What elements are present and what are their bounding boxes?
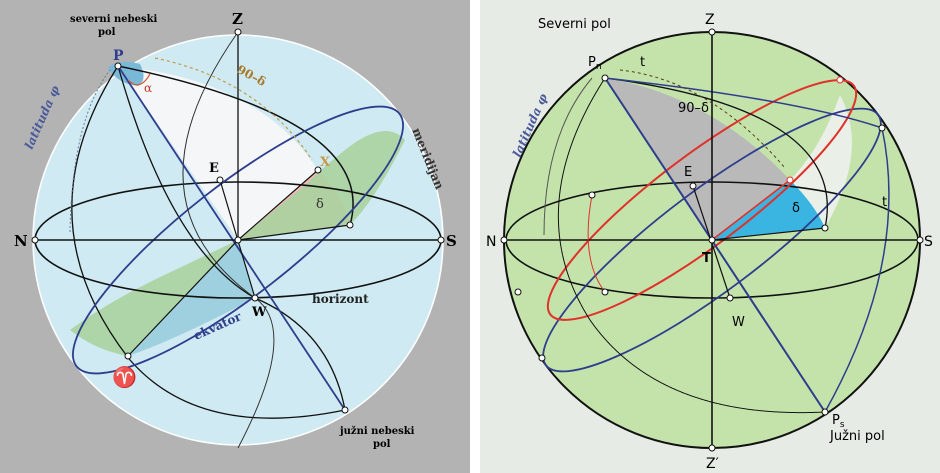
construction-point-2 [601,288,609,296]
pole-point [114,62,122,70]
polar-axis [117,65,346,411]
diurnal-top-point [836,76,844,84]
center-label: T [702,251,711,266]
north-pole-point-right [601,74,609,82]
left-diagram-svg: Z N S E W P X severni nebeski pol južni … [0,0,470,473]
meridian-back [71,65,346,419]
north-point [31,236,39,244]
aries-line [127,239,239,357]
north-label-right: N [486,234,496,250]
meridian-arc [117,65,346,411]
star-line-right [711,179,791,241]
diurnal-circle [546,79,858,321]
horizon-label: horizont [312,292,369,306]
alpha-arc [127,73,151,86]
alpha-label: α [144,81,152,95]
t-right-label: t [882,195,887,210]
back-meridian-right [557,77,826,414]
star-label: X [320,155,331,170]
star-point [314,166,322,174]
equator-wedge-lower [70,240,238,356]
aries-point [124,352,132,360]
delta-label-right: δ [792,201,800,216]
center-point [234,236,242,244]
pole-label: P [113,48,124,64]
right-celestial-sphere-diagram: Z Z′ N S E W T Severni pol Južni pol Pn … [480,0,940,473]
equator-wedge-blue [128,240,255,356]
east-label-right: E [684,165,692,180]
north-label: N [14,232,28,250]
delta-label: δ [316,197,324,212]
left-celestial-sphere-diagram: Z N S E W P X severni nebeski pol južni … [0,0,470,473]
south-point [437,236,445,244]
star-point-right [786,176,794,184]
nadir-point [708,444,716,452]
star-foot-point-right [821,224,829,232]
west-point [251,294,259,302]
star-foot-point [346,221,354,229]
star-line [237,169,319,241]
hour-sector-light [790,95,852,228]
meridian-right-point [878,124,886,132]
north-pole-label-1: severni nebeski [70,14,158,25]
south-pole-text: Južni pol [829,429,885,444]
zenith-point-right [708,28,716,36]
aries-symbol: ♈ [112,365,137,389]
zenith-point [234,28,242,36]
equator-circle-right [542,107,882,373]
north-point-right [500,236,508,244]
declination-triangle-blue [712,180,825,240]
west-label: W [251,305,267,320]
star-projection-line [237,224,351,241]
hour-circle [117,65,354,226]
t-upper-label: t [640,55,645,70]
west-point-right [726,294,734,302]
right-diagram-svg: Z Z′ N S E W T Severni pol Južni pol Pn … [480,0,940,473]
south-pole-point-right [821,408,829,416]
polar-axis-right [604,77,826,413]
construction-line-left [587,194,606,293]
colatitude-label-right: 90–δ [678,101,709,116]
latitude-arc [69,69,111,233]
west-label-right: W [732,315,745,330]
south-pole-point [341,406,349,414]
pn-label: Pn [588,55,602,72]
east-point-right [689,182,697,190]
ps-label: Ps [832,413,845,430]
south-label-right: S [924,234,933,250]
south-point-right [916,236,924,244]
star-foot-line-right [711,227,826,241]
south-pole-label-1: južni nebeski [339,426,415,437]
zenith-label-right: Z [705,12,715,28]
colatitude-arc [154,57,313,161]
prime-vertical [182,31,275,449]
south-label: S [446,232,457,250]
hour-circle-right [604,77,828,229]
colatitude-arc-right [619,69,786,169]
colatitude-sector-gray [605,78,790,240]
construction-point-3 [514,288,522,296]
nadir-label: Z′ [706,456,719,472]
construction-point-1 [588,191,596,199]
north-pole-label-2: pol [98,27,116,38]
center-point-right [708,236,716,244]
north-pole-text: Severni pol [538,17,611,32]
zenith-label: Z [232,10,243,28]
construction-point-4 [538,354,546,362]
east-label: E [209,161,219,176]
east-point [216,176,224,184]
south-pole-label-2: pol [373,439,391,450]
latitude-arc-right [543,77,593,236]
equator-wedge-upper [238,131,405,240]
colatitude-sector [118,66,318,240]
